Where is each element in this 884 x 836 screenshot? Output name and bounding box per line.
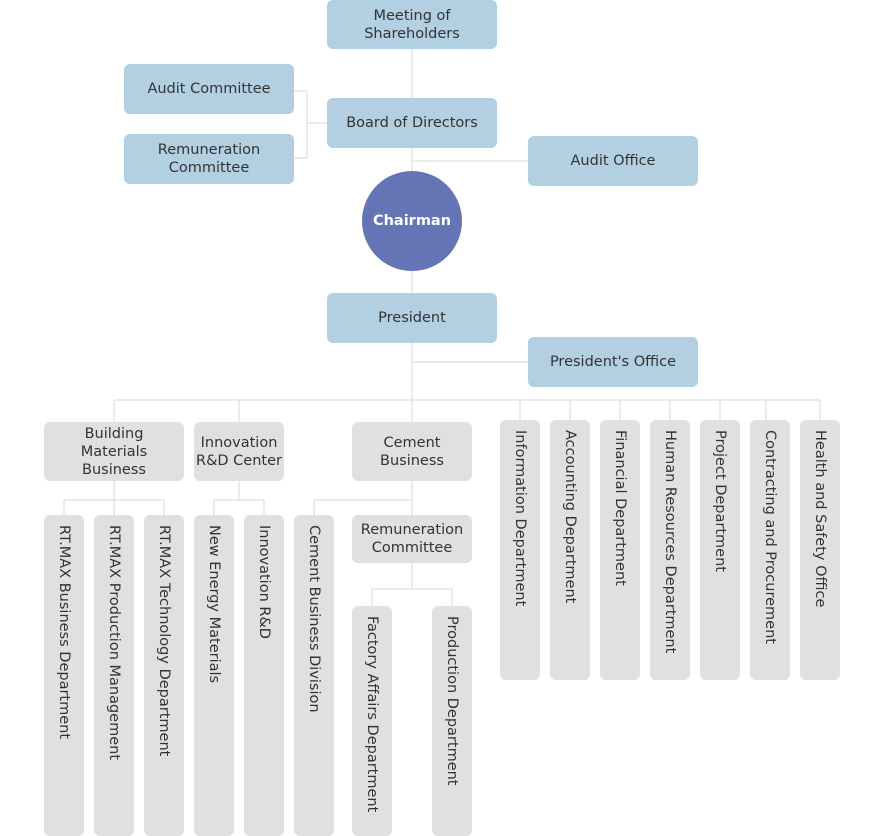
rtmax-production-management-label: RT.MAX Production Management <box>106 525 122 761</box>
production-department-box: Production Department <box>432 606 472 836</box>
innovation-rd-box: Innovation R&D <box>244 515 284 836</box>
project-department-box: Project Department <box>700 420 740 680</box>
audit-office-box: Audit Office <box>528 136 698 186</box>
rtmax-business-department-label: RT.MAX Business Department <box>56 525 72 740</box>
production-department-label: Production Department <box>444 616 460 786</box>
president-box: President <box>327 293 497 343</box>
new-energy-materials-box: New Energy Materials <box>194 515 234 836</box>
presidents-office-box: President's Office <box>528 337 698 387</box>
innovation-rd-center-box: Innovation R&D Center <box>194 422 284 481</box>
rtmax-technology-department-box: RT.MAX Technology Department <box>144 515 184 836</box>
rtmax-business-department-box: RT.MAX Business Department <box>44 515 84 836</box>
innovation-rd-center-label: Innovation R&D Center <box>196 434 282 469</box>
meeting-of-shareholders-box: Meeting of Shareholders <box>327 0 497 49</box>
audit-committee-label: Audit Committee <box>147 81 271 97</box>
chairman-label: Chairman <box>372 213 452 229</box>
cement-business-division-box: Cement Business Division <box>294 515 334 836</box>
remuneration-committee-box: Remuneration Committee <box>124 134 294 184</box>
cement-business-box: Cement Business <box>352 422 472 481</box>
chairman-circle: Chairman <box>362 171 462 271</box>
contracting-and-procurement-label: Contracting and Procurement <box>762 430 778 644</box>
rtmax-production-management-box: RT.MAX Production Management <box>94 515 134 836</box>
accounting-department-box: Accounting Department <box>550 420 590 680</box>
building-materials-business-label: Building Materials Business <box>80 425 148 478</box>
meeting-of-shareholders-label: Meeting of Shareholders <box>364 7 460 42</box>
factory-affairs-department-box: Factory Affairs Department <box>352 606 392 836</box>
information-department-label: Information Department <box>512 430 528 607</box>
cement-business-division-label: Cement Business Division <box>306 525 322 713</box>
accounting-department-label: Accounting Department <box>562 430 578 604</box>
audit-office-label: Audit Office <box>570 153 656 169</box>
new-energy-materials-label: New Energy Materials <box>206 525 222 684</box>
health-and-safety-office-box: Health and Safety Office <box>800 420 840 680</box>
innovation-rd-label: Innovation R&D <box>256 525 272 639</box>
factory-affairs-department-label: Factory Affairs Department <box>364 616 380 813</box>
audit-committee-box: Audit Committee <box>124 64 294 114</box>
health-and-safety-office-label: Health and Safety Office <box>812 430 828 608</box>
building-materials-business-box: Building Materials Business <box>44 422 184 481</box>
cement-remuneration-committee-box: Remuneration Committee <box>352 515 472 563</box>
rtmax-technology-department-label: RT.MAX Technology Department <box>156 525 172 757</box>
president-label: President <box>378 310 446 326</box>
remuneration-committee-label: Remuneration Committee <box>157 142 261 176</box>
contracting-and-procurement-box: Contracting and Procurement <box>750 420 790 680</box>
information-department-box: Information Department <box>500 420 540 680</box>
human-resources-department-box: Human Resources Department <box>650 420 690 680</box>
presidents-office-label: President's Office <box>549 354 677 370</box>
financial-department-label: Financial Department <box>612 430 628 586</box>
human-resources-department-label: Human Resources Department <box>662 430 678 654</box>
board-of-directors-box: Board of Directors <box>327 98 497 148</box>
project-department-label: Project Department <box>712 430 728 572</box>
board-of-directors-label: Board of Directors <box>346 115 478 131</box>
financial-department-box: Financial Department <box>600 420 640 680</box>
cement-business-label: Cement Business <box>380 434 444 469</box>
cement-remuneration-committee-label: Remuneration Committee <box>360 522 464 556</box>
